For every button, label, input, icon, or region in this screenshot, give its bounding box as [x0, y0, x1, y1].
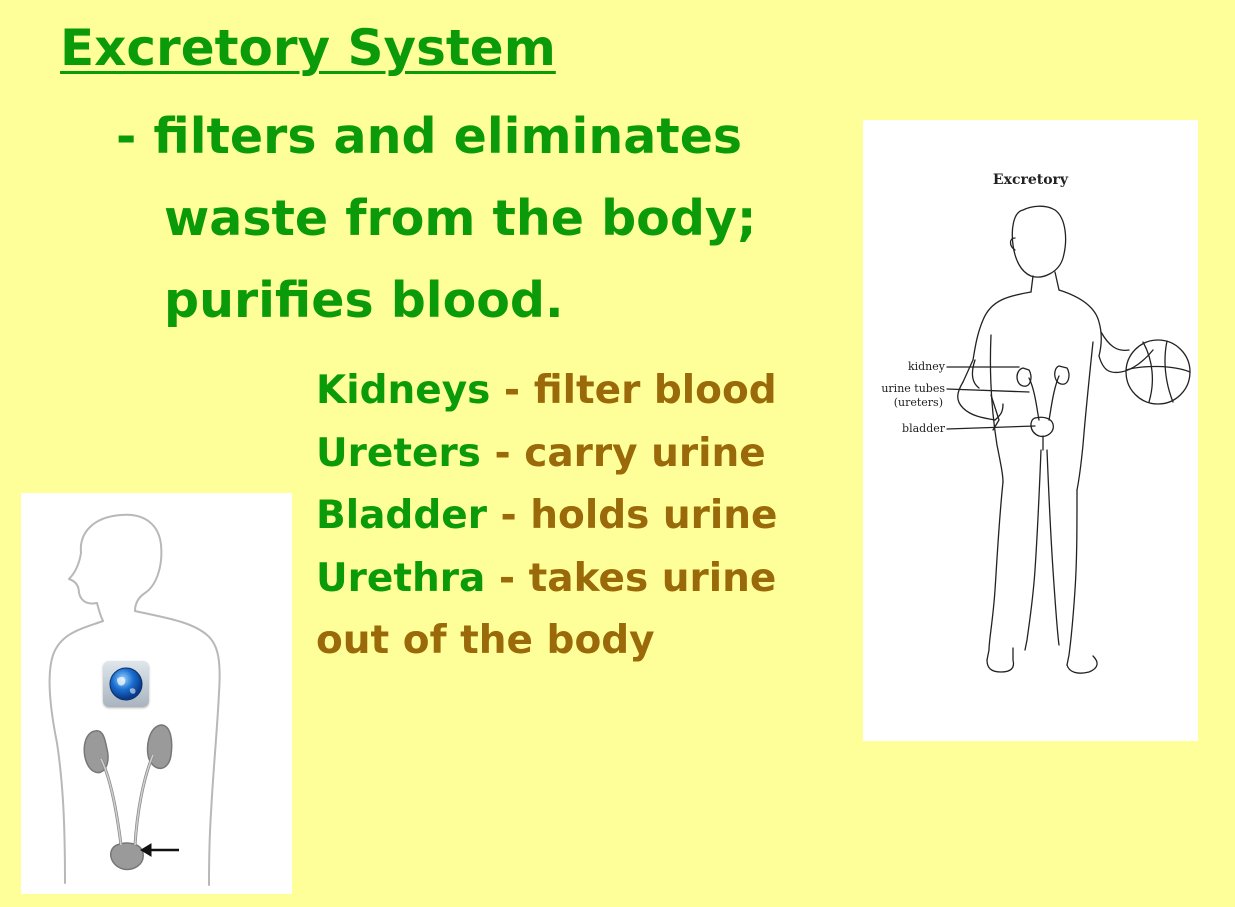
organ-name: Kidneys — [316, 368, 491, 413]
list-item: Bladder - holds urine — [316, 485, 778, 548]
list-item: Ureters - carry urine — [316, 423, 778, 486]
label-urine-tubes: urine tubes — [881, 382, 945, 395]
organ-function: - holds urine — [486, 493, 778, 538]
list-item-continuation: out of the body — [316, 610, 778, 673]
excretory-diagram-figure: Excretory — [863, 120, 1198, 741]
organ-function: - filter blood — [490, 368, 777, 413]
organ-function-continuation: out of the body — [316, 618, 655, 663]
definition-line-3: purifies blood. — [164, 272, 564, 329]
list-item: Kidneys - filter blood — [316, 360, 778, 423]
body-outline-illustration — [946, 205, 1191, 674]
figure-title: Excretory — [992, 172, 1069, 188]
organ-function: - takes urine — [485, 555, 777, 601]
female-silhouette-illustration — [48, 513, 221, 886]
organ-name: Ureters — [316, 430, 481, 476]
globe-icon-button[interactable] — [103, 661, 149, 707]
label-kidney: kidney — [907, 360, 945, 373]
label-ureters: (ureters) — [893, 396, 943, 409]
slide-title: Excretory System — [60, 19, 556, 77]
definition-line-2: waste from the body; — [164, 190, 757, 247]
definition-line-1: - filters and eliminates — [116, 108, 743, 165]
list-item: Urethra - takes urine — [316, 548, 778, 611]
female-excretory-figure — [21, 493, 292, 894]
organ-function: - carry urine — [480, 430, 766, 476]
organ-function-list: Kidneys - filter blood Ureters - carry u… — [316, 360, 778, 673]
definition-text: - filters and eliminates waste from the … — [116, 96, 836, 342]
globe-icon — [109, 667, 143, 701]
organ-name: Bladder — [316, 493, 487, 538]
organ-name: Urethra — [316, 555, 486, 601]
label-bladder: bladder — [902, 422, 945, 435]
